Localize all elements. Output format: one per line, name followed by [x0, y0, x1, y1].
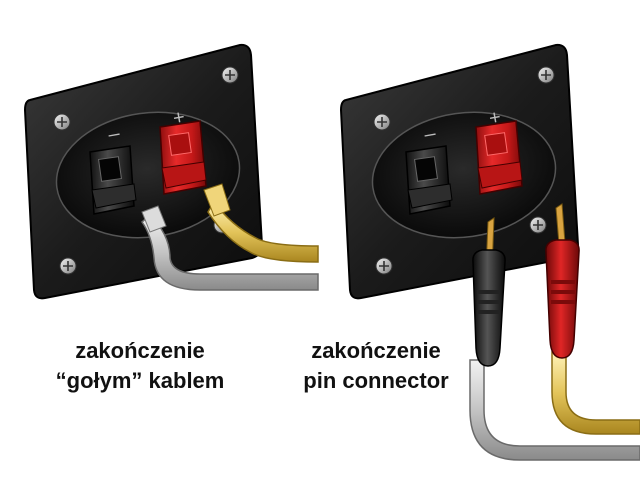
positive-terminal [475, 120, 523, 195]
bare-wire-silver [140, 205, 319, 291]
caption-bare-wire-line1: zakończenie [75, 338, 205, 363]
left-terminal-panel: – + [23, 43, 319, 300]
screw-icon [373, 113, 391, 131]
cable-gold [551, 351, 640, 435]
screw-icon [221, 66, 239, 84]
pin-connector-red [545, 203, 580, 359]
screw-icon [53, 113, 71, 131]
caption-bare-wire: zakończenie “gołym” kablem [32, 336, 248, 396]
caption-bare-wire-line2: “gołym” kablem [55, 368, 225, 393]
minus-sign: – [107, 122, 123, 146]
caption-pin-connector-line1: zakończenie [311, 338, 441, 363]
screw-icon [529, 216, 547, 234]
caption-pin-connector-line2: pin connector [303, 368, 449, 393]
pin-connector-black [472, 217, 506, 367]
minus-sign: – [423, 122, 439, 146]
bare-wire-gold [203, 183, 319, 263]
screw-icon [59, 257, 77, 275]
screw-icon [375, 257, 393, 275]
screw-icon [537, 66, 555, 84]
caption-pin-connector: zakończenie pin connector [268, 336, 484, 396]
right-terminal-panel: – + [339, 43, 640, 461]
positive-terminal [159, 120, 207, 195]
negative-terminal [405, 145, 453, 215]
negative-terminal [89, 145, 137, 215]
cable-silver [469, 359, 640, 461]
